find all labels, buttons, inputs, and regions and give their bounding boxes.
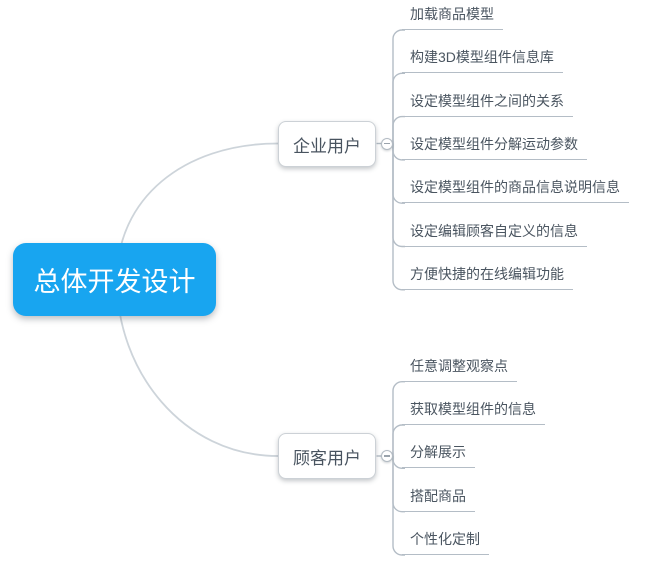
branch-node-customer-label: 顾客用户	[293, 448, 361, 468]
leaf-node[interactable]: 方便快捷的在线编辑功能	[402, 261, 573, 290]
leaf-node[interactable]: 构建3D模型组件信息库	[402, 44, 563, 74]
collapse-toggle-customer[interactable]	[381, 450, 393, 462]
collapse-toggle-enterprise[interactable]	[381, 137, 393, 150]
minus-icon	[384, 142, 390, 145]
leaf-node[interactable]: 设定模型组件之间的关系	[402, 88, 573, 117]
root-node-label: 总体开发设计	[33, 267, 196, 297]
branch-node-customer[interactable]: 顾客用户	[278, 433, 376, 479]
leaf-connector	[392, 424, 405, 456]
leaf-node[interactable]: 加载商品模型	[402, 1, 503, 30]
leaf-node[interactable]: 搭配商品	[402, 483, 475, 512]
leaf-connector	[392, 381, 405, 456]
leaf-node[interactable]: 设定模型组件的商品信息说明信息	[402, 174, 629, 204]
leaf-connector	[392, 143, 405, 291]
branch-node-enterprise[interactable]: 企业用户	[278, 121, 376, 167]
leaf-node[interactable]: 设定模型组件分解运动参数	[402, 131, 587, 160]
leaf-connector	[392, 115, 405, 144]
leaf-connector	[392, 456, 405, 556]
leaf-node[interactable]: 分解展示	[402, 439, 475, 469]
root-node[interactable]: 总体开发设计	[13, 243, 216, 316]
branch-node-enterprise-label: 企业用户	[293, 136, 361, 156]
leaf-node[interactable]: 获取模型组件的信息	[402, 396, 545, 425]
leaf-node[interactable]: 个性化定制	[402, 526, 489, 555]
leaf-node[interactable]: 设定编辑顾客自定义的信息	[402, 218, 587, 247]
minus-icon	[384, 455, 390, 457]
leaf-node[interactable]: 任意调整观察点	[402, 353, 517, 382]
leaf-connector	[392, 72, 405, 144]
leaf-connector	[392, 29, 405, 144]
